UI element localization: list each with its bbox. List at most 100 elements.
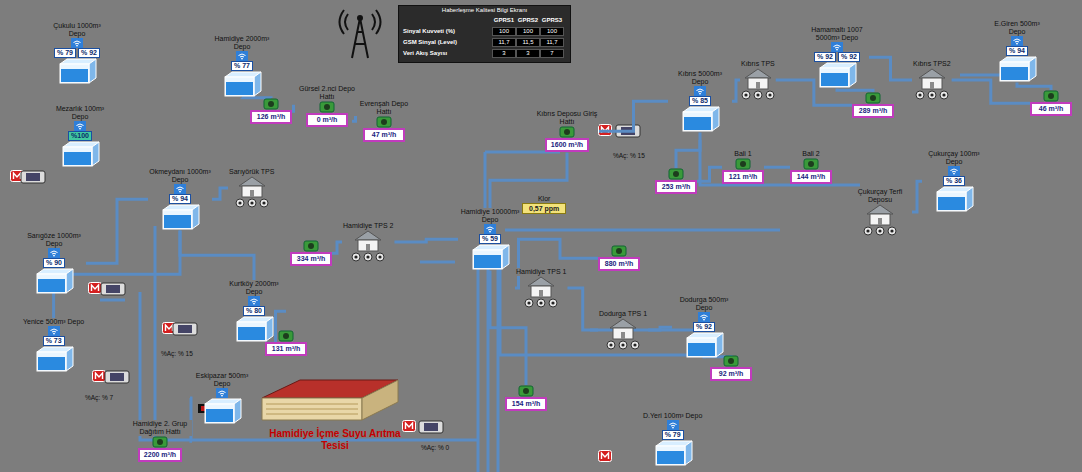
tank-icon — [160, 204, 200, 230]
treatment-plant-illustration — [262, 380, 398, 420]
pipe — [732, 80, 740, 101]
water-tank: D.Yeri 100m³ Depo% 79 — [642, 412, 703, 466]
flow-value: 154 m³/h — [505, 397, 547, 411]
table-cell: 7 — [540, 49, 564, 58]
table-row-header: Veri Akış Sayısı — [402, 50, 448, 57]
flow-value: 0 m³/h — [306, 113, 348, 127]
antenna-icon — [340, 10, 381, 58]
flow-meter: 92 m³/h — [710, 355, 752, 381]
flow-value: 46 m³/h — [1030, 102, 1072, 116]
level-row: % 94 — [168, 194, 192, 204]
level-badge: % 77 — [231, 61, 253, 71]
flow-value: 92 m³/h — [710, 367, 752, 381]
tank-name: D.Yeri 100m³ Depo — [642, 412, 703, 420]
static-pipes — [100, 75, 1000, 472]
signal-icon — [1011, 36, 1023, 46]
level-badge: % 94 — [169, 194, 191, 204]
pump-station: Kıbrıs TPS — [740, 60, 776, 100]
signal-icon — [74, 121, 86, 131]
pipe — [837, 88, 873, 92]
pump-station: Hamidiye TPS 2 — [342, 222, 394, 262]
water-tank: Çukulu 1000m³ Depo% 79% 92 — [45, 22, 109, 84]
pump-icons — [915, 90, 949, 100]
water-tank: E.Giren 500m³ Depo% 94 — [985, 20, 1049, 82]
flow-value: 47 m³/h — [363, 128, 405, 142]
table-header: GPRS1 — [492, 17, 516, 24]
pump-house-icon — [526, 276, 556, 298]
tank-icon — [34, 346, 74, 372]
tank-name: Kurtköy 2000m³ Depo — [222, 280, 286, 296]
pipe — [490, 270, 526, 385]
flow-meter: 126 m³/h — [250, 98, 292, 124]
valve-opening: %Aç: % 15 — [612, 152, 646, 159]
meter-boxes — [21, 125, 640, 433]
flow-meter: Hamidiye 2. Grup Dağıtım Hattı2200 m³/h — [128, 420, 192, 462]
level-row: % 59 — [478, 234, 502, 244]
pipe — [869, 57, 912, 80]
meter-icon — [723, 355, 739, 367]
station-name: Çukurçay Terfi Deposu — [848, 188, 912, 204]
table-header: GPRS3 — [540, 17, 564, 24]
pipe — [86, 199, 148, 263]
pipe — [1017, 82, 1051, 90]
meter-icon — [735, 158, 751, 170]
pump-house-icon — [917, 68, 947, 90]
water-tank: Sarıgöze 1000m³ Depo% 90 — [22, 232, 86, 294]
pipe — [515, 239, 522, 288]
tank-icon — [680, 106, 720, 132]
level-badge: % 92 — [838, 52, 860, 62]
flow-meter: Bali 2144 m³/h — [790, 150, 832, 184]
line-name: Evrenşah Depo Hattı — [352, 100, 416, 116]
table-header: GPRS2 — [516, 17, 540, 24]
signal-icon — [71, 38, 83, 48]
table-cell: 11,7 — [492, 38, 516, 47]
pump-house-icon — [743, 68, 773, 90]
pipe — [292, 106, 295, 111]
valve-icons — [11, 125, 612, 462]
signal-icon — [216, 388, 228, 398]
pump-station: Hamidiye TPS 1 — [515, 268, 567, 308]
signal-icon — [831, 42, 843, 52]
valve-opening: %Aç: % 7 — [84, 394, 114, 401]
table-cell: 11,5 — [516, 38, 540, 47]
tank-name: Sarıgöze 1000m³ Depo — [22, 232, 86, 248]
station-name: Sarıyörük TPS — [228, 168, 275, 176]
level-badge: % 73 — [43, 336, 65, 346]
level-row: % 94 — [1005, 46, 1029, 56]
tank-icon — [34, 268, 74, 294]
signal-icon — [48, 248, 60, 258]
meter-icon — [319, 101, 335, 113]
flow-value: 126 m³/h — [250, 110, 292, 124]
level-badge: % 36 — [943, 176, 965, 186]
chlorine-value: 0,57 ppm — [522, 203, 566, 214]
level-badge: %100 — [68, 131, 92, 141]
level-row: %100 — [67, 131, 93, 141]
station-name: Kıbrıs TPS — [740, 60, 776, 68]
water-tank: Yenice 500m³ Depo% 73 — [22, 318, 85, 372]
pump-icons — [524, 298, 558, 308]
meter-icon — [668, 168, 684, 180]
line-name: Gürsel 2.nci Depo Hattı — [295, 85, 359, 101]
signal-icon — [694, 86, 706, 96]
flow-value: 334 m³/h — [290, 252, 332, 266]
valve-opening: %Aç: % 0 — [420, 444, 450, 451]
table-cell: 100 — [540, 27, 564, 36]
meter-icon — [376, 116, 392, 128]
pipe — [567, 288, 598, 330]
pump-station: Sarıyörük TPS — [228, 168, 275, 208]
level-row: % 80 — [242, 306, 266, 316]
level-row: % 85 — [688, 96, 712, 106]
flow-value: 144 m³/h — [790, 170, 832, 184]
line-name: Kıbrıs Deposu Giriş Hattı — [535, 110, 599, 126]
tank-icon — [684, 332, 724, 358]
water-tank: Çukurçay 100m³ Depo % 36 — [922, 150, 986, 212]
pipe — [522, 239, 598, 258]
tank-icon — [653, 440, 693, 466]
signal-icon — [236, 51, 248, 61]
tank-name: Çukurçay 100m³ Depo — [922, 150, 986, 166]
meter-icon — [518, 385, 534, 397]
tank-name: Okmeydanı 1000m³ Depo — [148, 168, 212, 184]
level-badge: % 80 — [243, 306, 265, 316]
water-tank: Eskipazar 500m³ Depo — [190, 372, 254, 424]
